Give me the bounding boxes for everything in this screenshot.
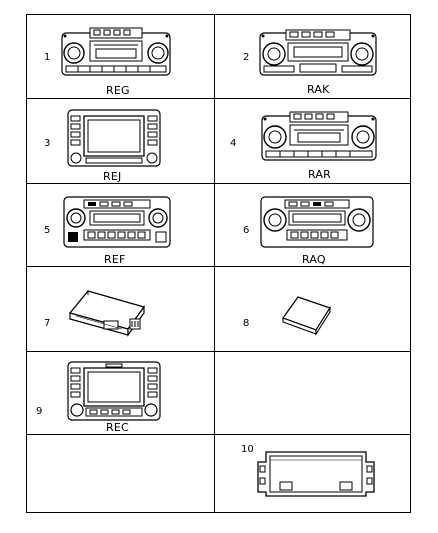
radio-head-unit-icon xyxy=(258,28,378,80)
part-number: 7 xyxy=(44,318,51,329)
part-number: 8 xyxy=(243,318,250,329)
radio-head-unit-icon xyxy=(62,194,172,250)
part-code: RAK xyxy=(307,83,330,96)
memory-card-icon xyxy=(280,294,332,334)
row-divider xyxy=(27,351,410,352)
control-module-icon xyxy=(66,285,148,335)
part-number: 5 xyxy=(44,225,51,236)
part-number: 6 xyxy=(243,225,250,236)
part-number: 10 xyxy=(241,444,254,455)
part-number: 1 xyxy=(44,52,51,63)
row-divider xyxy=(27,434,410,435)
part-code: RAQ xyxy=(302,253,326,266)
part-code: REG xyxy=(106,84,130,97)
part-number: 9 xyxy=(36,406,43,417)
row-divider xyxy=(27,266,410,267)
radio-head-unit-icon xyxy=(260,110,378,165)
part-number: 2 xyxy=(243,52,250,63)
radio-head-unit-icon xyxy=(259,194,375,250)
part-code: REC xyxy=(106,421,129,434)
part-code: REJ xyxy=(103,170,122,183)
row-divider xyxy=(27,183,410,184)
mounting-bracket-icon xyxy=(252,448,380,502)
column-divider xyxy=(214,15,215,512)
part-number: 4 xyxy=(230,138,237,149)
navigation-radio-icon xyxy=(66,108,162,168)
part-code: RAR xyxy=(308,168,331,181)
navigation-radio-icon xyxy=(66,360,162,422)
row-divider xyxy=(27,98,410,99)
parts-grid xyxy=(26,14,411,513)
part-code: REF xyxy=(104,253,126,266)
radio-head-unit-icon xyxy=(60,25,172,80)
part-number: 3 xyxy=(44,138,51,149)
